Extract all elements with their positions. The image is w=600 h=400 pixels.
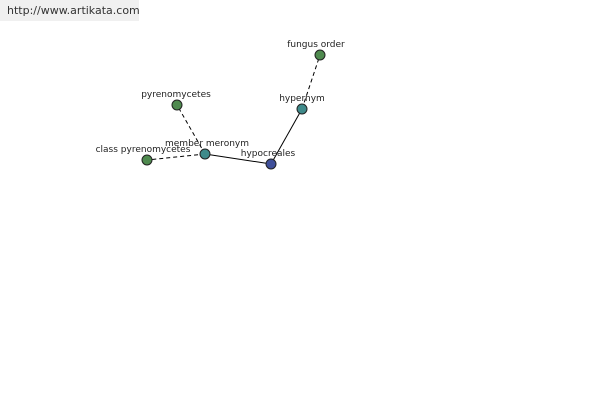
node-fungus-order[interactable]: fungus order xyxy=(287,40,345,61)
edge-hypocreales-member-meronym xyxy=(204,153,272,165)
node-hypocreales-label: hypocreales xyxy=(241,149,296,159)
edge-member-meronym-class-pyrenomycetes xyxy=(146,153,206,161)
node-hypocreales[interactable]: hypocreales xyxy=(241,149,296,170)
node-hypocreales-dot[interactable] xyxy=(265,158,277,170)
url-banner[interactable]: http://www.artikata.com xyxy=(0,0,140,21)
node-fungus-order-label: fungus order xyxy=(287,40,345,50)
node-member-meronym-label: member meronym xyxy=(165,139,249,149)
node-hypernym-label: hypernym xyxy=(279,94,325,104)
node-pyrenomycetes[interactable]: pyrenomycetes xyxy=(141,90,211,111)
node-member-meronym-dot[interactable] xyxy=(199,148,211,160)
node-fungus-order-dot[interactable] xyxy=(314,49,326,61)
edge-hypocreales-hypernym xyxy=(270,108,303,165)
node-pyrenomycetes-dot[interactable] xyxy=(171,99,183,111)
node-pyrenomycetes-label: pyrenomycetes xyxy=(141,90,211,100)
edge-member-meronym-pyrenomycetes xyxy=(176,104,206,155)
node-class-pyrenomycetes[interactable]: class pyrenomycetes xyxy=(96,145,191,166)
node-class-pyrenomycetes-dot[interactable] xyxy=(141,154,153,166)
node-hypernym[interactable]: hypernym xyxy=(279,94,325,115)
node-member-meronym[interactable]: member meronym xyxy=(165,139,249,160)
node-hypernym-dot[interactable] xyxy=(296,103,308,115)
edges xyxy=(146,54,321,165)
node-class-pyrenomycetes-label: class pyrenomycetes xyxy=(96,145,191,155)
edge-hypernym-fungus-order xyxy=(301,54,321,110)
